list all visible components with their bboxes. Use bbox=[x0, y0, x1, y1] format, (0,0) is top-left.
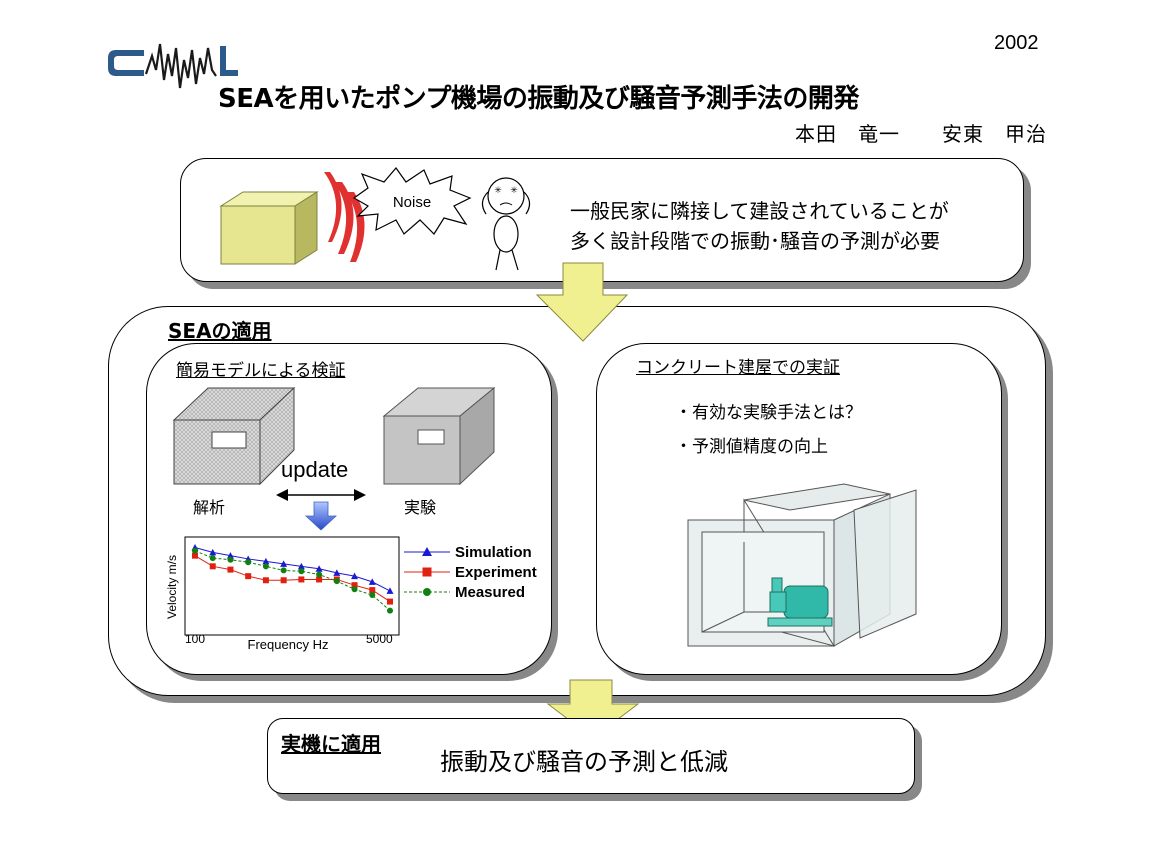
legend-label-measured: Measured bbox=[455, 584, 525, 601]
authors: 本田 竜一 安東 甲治 bbox=[795, 122, 1047, 146]
data-point-simulation bbox=[333, 569, 341, 576]
data-point-measured bbox=[227, 556, 234, 563]
data-point-measured bbox=[387, 607, 393, 614]
experiment-label: 実験 bbox=[404, 498, 437, 517]
data-point-experiment bbox=[245, 573, 252, 580]
simple-model-title: 簡易モデルによる検証 bbox=[176, 361, 346, 381]
data-point-measured bbox=[262, 563, 269, 570]
bullet-effective-method: ・有効な実験手法とは？ bbox=[675, 403, 862, 423]
double-arrow-icon bbox=[276, 489, 366, 501]
data-point-experiment bbox=[316, 576, 323, 583]
problem-statement: 一般民家に隣接して建設されていることが 多く設計段階での振動･騒音の予測が必要 bbox=[570, 196, 949, 256]
data-point-measured bbox=[298, 568, 305, 575]
year-label: 2002 bbox=[994, 32, 1039, 54]
data-point-simulation bbox=[315, 565, 323, 572]
series-line-measured bbox=[194, 550, 391, 611]
data-point-measured bbox=[316, 571, 323, 578]
data-point-measured bbox=[351, 586, 358, 593]
data-point-simulation bbox=[280, 560, 288, 567]
box-icon bbox=[219, 191, 319, 265]
legend-label-experiment: Experiment bbox=[455, 564, 537, 581]
down-arrow-1-icon bbox=[535, 262, 629, 342]
data-point-measured bbox=[280, 567, 287, 574]
data-point-measured bbox=[245, 559, 252, 566]
data-point-simulation bbox=[209, 548, 217, 556]
analysis-label: 解析 bbox=[193, 498, 226, 517]
page-title: SEAを用いたポンプ機場の振動及び騒音予測手法の開発 bbox=[218, 84, 859, 114]
x-tick-label-end: 5000 bbox=[366, 632, 393, 646]
application-panel bbox=[267, 718, 915, 794]
data-point-simulation bbox=[351, 572, 359, 580]
x-tick-label-start: 100 bbox=[185, 632, 205, 646]
problem-line-1: 一般民家に隣接して建設されていることが bbox=[570, 199, 949, 223]
data-point-measured bbox=[192, 547, 198, 554]
data-point-simulation bbox=[262, 557, 270, 565]
data-point-simulation bbox=[226, 552, 234, 559]
problem-line-2: 多く設計段階での振動･騒音の予測が必要 bbox=[570, 229, 940, 253]
legend-marker-measured bbox=[423, 588, 431, 596]
camal-logo bbox=[108, 43, 238, 89]
data-point-experiment bbox=[280, 577, 287, 584]
bullet-accuracy: ・予測値精度の向上 bbox=[675, 437, 828, 457]
series-line-simulation bbox=[194, 546, 391, 592]
chart-plot-area bbox=[184, 536, 400, 636]
update-label: update bbox=[281, 457, 349, 482]
legend-label-simulation: Simulation bbox=[455, 544, 532, 561]
problem-panel bbox=[180, 158, 1024, 282]
data-point-simulation bbox=[386, 587, 394, 594]
down-arrow-blue-icon bbox=[304, 501, 338, 531]
data-point-measured bbox=[209, 555, 216, 562]
data-point-experiment bbox=[369, 587, 376, 594]
x-axis-label: Frequency Hz bbox=[248, 637, 329, 652]
data-point-experiment bbox=[192, 552, 198, 559]
person-icon: ✳ ✳ bbox=[481, 177, 531, 271]
sound-wave-icon bbox=[324, 172, 365, 262]
velocity-chart: Velocity m/s 100 5000 Frequency Hz Simul… bbox=[165, 536, 537, 652]
data-point-simulation bbox=[368, 578, 376, 585]
analysis-box-icon bbox=[172, 386, 296, 486]
data-point-experiment bbox=[351, 582, 358, 589]
svg-text:✳: ✳ bbox=[510, 186, 518, 196]
noise-label: Noise bbox=[393, 194, 431, 211]
data-point-experiment bbox=[262, 577, 269, 584]
svg-text:✳: ✳ bbox=[494, 186, 502, 196]
application-text: 振動及び騒音の予測と低減 bbox=[440, 748, 728, 776]
experiment-box-icon bbox=[382, 386, 496, 486]
building-pump-illustration bbox=[687, 483, 917, 647]
data-point-experiment bbox=[298, 576, 305, 583]
data-point-measured bbox=[369, 592, 376, 599]
legend-marker-experiment bbox=[422, 567, 432, 577]
data-point-experiment bbox=[387, 598, 393, 605]
data-point-experiment bbox=[227, 566, 234, 573]
pump-icon bbox=[767, 577, 833, 627]
concrete-building-title: コンクリート建屋での実証 bbox=[636, 358, 840, 378]
legend-marker-simulation bbox=[422, 547, 432, 556]
sea-panel-label: SEAの適用 bbox=[168, 319, 272, 343]
data-point-simulation bbox=[297, 562, 305, 570]
y-axis-label: Velocity m/s bbox=[165, 555, 179, 619]
application-label: 実機に適用 bbox=[281, 732, 381, 756]
data-point-experiment bbox=[209, 563, 216, 570]
noise-burst-icon: Noise bbox=[352, 167, 472, 235]
data-point-measured bbox=[333, 578, 340, 585]
